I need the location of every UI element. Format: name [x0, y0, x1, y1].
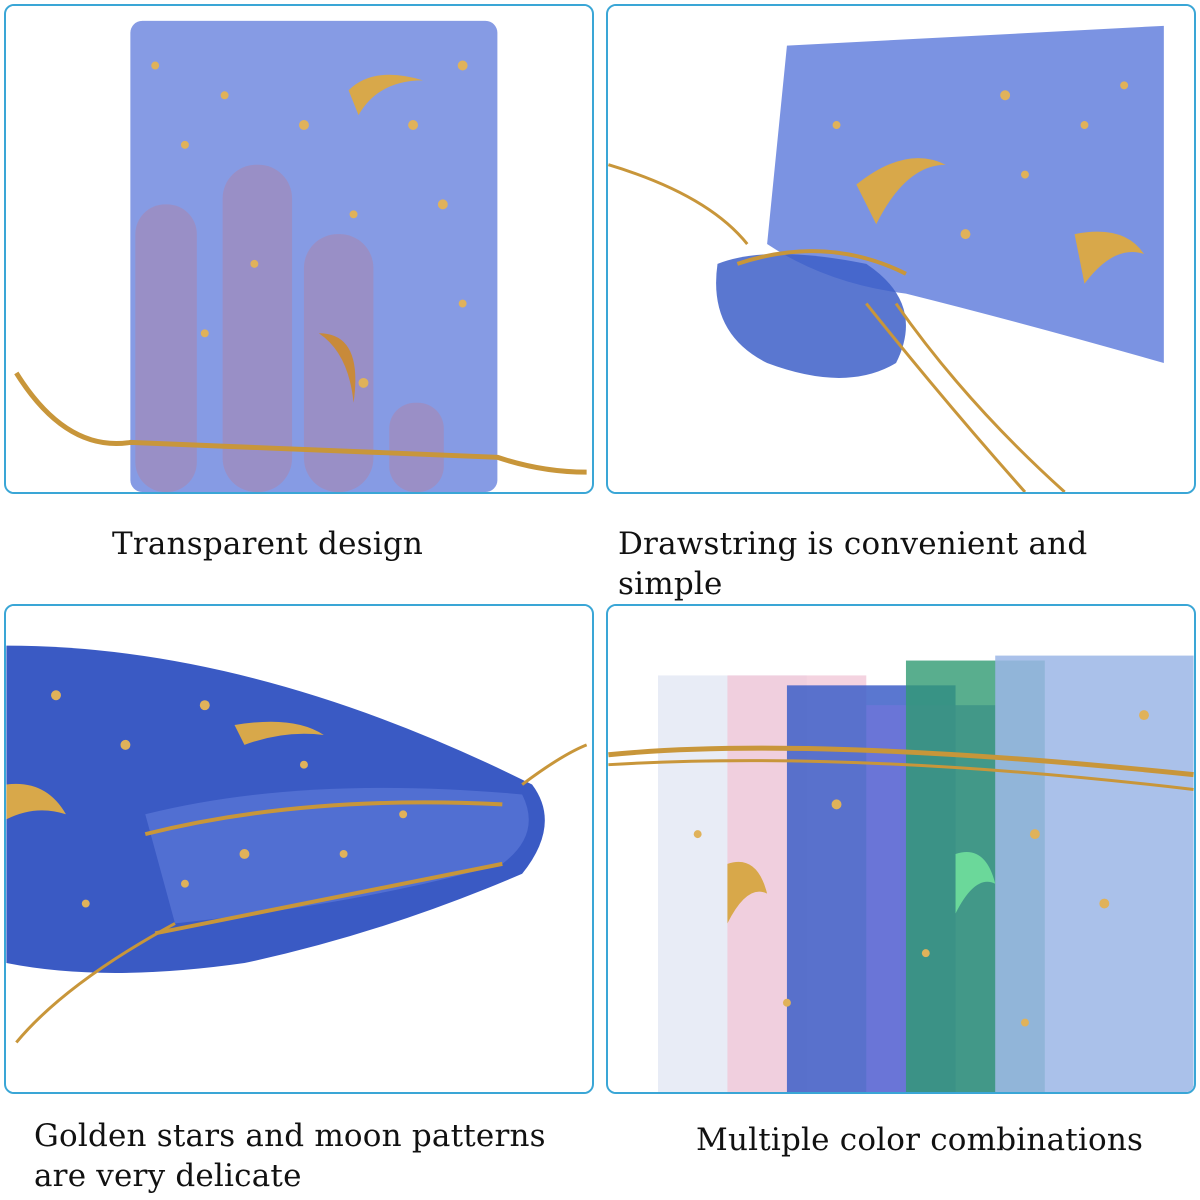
photo-drawstring-bag [606, 4, 1196, 494]
photo-color-combinations [606, 604, 1196, 1094]
caption-stars-moon: Golden stars and moon patterns are very … [34, 1118, 546, 1194]
photo-transparent-bag [4, 4, 594, 494]
caption-transparent-design: Transparent design [112, 526, 424, 562]
star-moon-pattern-illustration [6, 606, 592, 1092]
color-combination-illustration [608, 606, 1194, 1092]
drawstring-bag-illustration [608, 6, 1194, 492]
photo-star-moon-pattern [4, 604, 594, 1094]
caption-color-combinations: Multiple color combinations [696, 1122, 1144, 1158]
transparent-bag-illustration [6, 6, 592, 492]
caption-drawstring: Drawstring is convenient and simple [618, 526, 1088, 602]
